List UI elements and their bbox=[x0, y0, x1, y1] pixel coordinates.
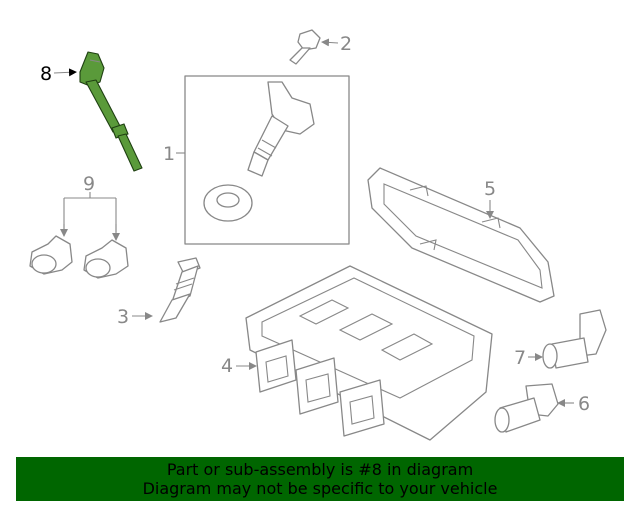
info-banner: Part or sub-assembly is #8 in diagram Di… bbox=[16, 457, 624, 501]
part-8-ignition-coil[interactable] bbox=[79, 51, 143, 172]
part-3-spark-plug[interactable] bbox=[159, 257, 201, 323]
part-1-seal-ring[interactable] bbox=[203, 184, 253, 222]
banner-line-2: Diagram may not be specific to your vehi… bbox=[142, 479, 498, 498]
callout-3-label: 3 bbox=[117, 306, 129, 328]
callout-1-label: 1 bbox=[163, 143, 175, 165]
banner-line-1: Part or sub-assembly is #8 in diagram bbox=[166, 460, 474, 479]
part-5-gasket[interactable] bbox=[367, 167, 555, 303]
callout-6-label: 6 bbox=[578, 393, 590, 415]
part-9-knock-sensors[interactable] bbox=[29, 235, 129, 279]
callout-2-leader bbox=[321, 38, 339, 47]
part-2-bolt[interactable] bbox=[289, 29, 321, 65]
callout-4-label: 4 bbox=[221, 355, 233, 377]
callout-8-label: 8 bbox=[40, 63, 52, 85]
callout-2-label: 2 bbox=[340, 33, 352, 55]
callout-9-leader bbox=[63, 192, 117, 232]
part-4-ecu[interactable] bbox=[245, 265, 493, 441]
part-7-camshaft-sensor[interactable] bbox=[542, 309, 607, 369]
part-1-coil-boot[interactable] bbox=[247, 81, 315, 177]
callout-9-label: 9 bbox=[83, 173, 95, 195]
callout-8-leader bbox=[53, 68, 77, 77]
callout-7-label: 7 bbox=[514, 347, 526, 369]
callout-5-label: 5 bbox=[484, 178, 496, 200]
part-6-crankshaft-sensor[interactable] bbox=[494, 383, 559, 433]
